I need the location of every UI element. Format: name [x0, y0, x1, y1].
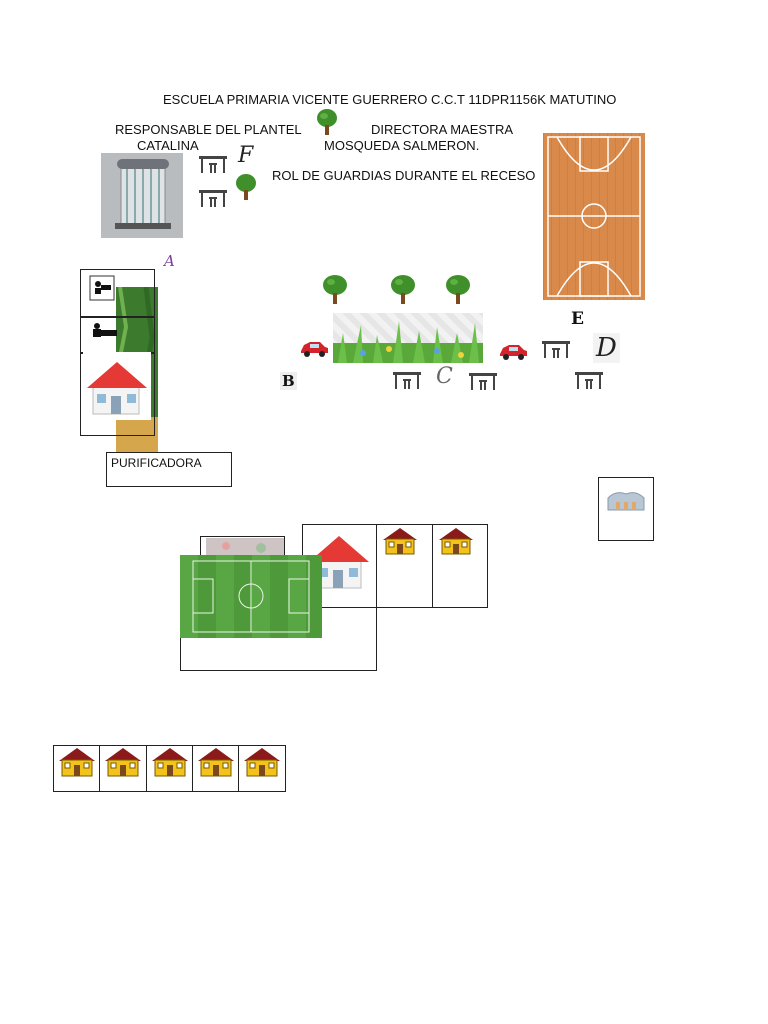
car-icon: [500, 345, 527, 360]
rol-guardias-title: ROL DE GUARDIAS DURANTE EL RECESO: [272, 168, 536, 183]
tree-icon: [323, 275, 347, 304]
tree-icon: [391, 275, 415, 304]
mosqueda-label: MOSQUEDA SALMERON.: [324, 138, 480, 153]
letter-b: B: [280, 372, 297, 390]
responsable-label: RESPONSABLE DEL PLANTEL: [115, 122, 302, 137]
letter-e: E: [571, 309, 584, 329]
bathroom-men-box: [80, 269, 155, 317]
school-house-icon: [198, 748, 234, 777]
water-heater-image: [101, 153, 183, 238]
restroom-icon: [93, 323, 117, 337]
basketball-court-image: [543, 133, 645, 300]
letter-f: F: [238, 143, 254, 168]
desk-icon: [575, 372, 603, 389]
letter-d: D: [593, 333, 620, 363]
school-house-icon: [152, 748, 188, 777]
soccer-field-image: [180, 555, 322, 638]
school-house-icon: [105, 748, 141, 777]
desk-icon: [469, 373, 497, 390]
purificadora-label: PURIFICADORA: [111, 456, 202, 470]
grass-image: [333, 313, 483, 363]
school-house-icon: [383, 528, 417, 555]
desk-icon: [542, 341, 570, 358]
classroom-box: [432, 524, 488, 608]
restroom-icon: [89, 275, 115, 301]
car-icon: [301, 342, 328, 357]
purificadora-box: [106, 452, 232, 487]
tree-icon: [317, 109, 337, 135]
desk-icon: [199, 190, 227, 207]
school-title: ESCUELA PRIMARIA VICENTE GUERRERO C.C.T …: [163, 92, 617, 107]
storage-box: [598, 477, 654, 541]
letter-a: A: [164, 252, 175, 270]
warehouse-icon: [607, 492, 645, 511]
classroom-box: [238, 745, 286, 792]
directora-label: DIRECTORA MAESTRA: [371, 122, 514, 137]
catalina-label: CATALINA: [137, 138, 199, 153]
tree-icon: [236, 174, 256, 200]
school-house-icon: [439, 528, 473, 555]
tree-icon: [446, 275, 470, 304]
house-image: [83, 352, 151, 420]
playground-image: [206, 538, 284, 558]
desk-icon: [393, 372, 421, 389]
letter-c: C: [436, 364, 453, 389]
desk-icon: [199, 156, 227, 173]
school-house-icon: [59, 748, 95, 777]
school-house-icon: [244, 748, 280, 777]
